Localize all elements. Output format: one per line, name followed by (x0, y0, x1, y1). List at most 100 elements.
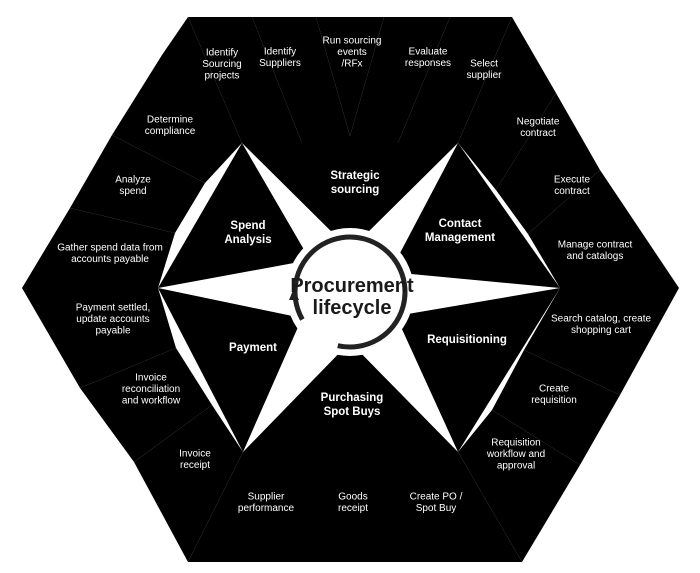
step-analyze-spend[interactable] (70, 135, 205, 233)
label-line: receipt (180, 460, 210, 471)
step-supplier-performance[interactable] (188, 452, 316, 562)
label-line: Analysis (224, 234, 271, 246)
step-gather-spend-data[interactable] (22, 208, 175, 288)
center-title-line1: Procurement (290, 275, 414, 297)
label-line: Sourcing (202, 59, 241, 70)
label-line: Requisitioning (427, 334, 507, 346)
step-invoice-receipt[interactable] (134, 405, 243, 562)
label-line: accounts payable (71, 254, 149, 265)
label-category-payment: Payment (229, 342, 277, 354)
label-line: payable (95, 326, 130, 337)
label-line: supplier (466, 70, 502, 81)
step-goods-receipt[interactable] (316, 452, 385, 562)
label-line: Manage contract (558, 239, 633, 250)
step-requisition-workflow[interactable] (458, 410, 580, 562)
label-line: Analyze (115, 174, 151, 185)
label-line: Select (470, 58, 498, 69)
label-line: Search catalog, create (551, 313, 651, 324)
label-line: events (337, 47, 366, 58)
step-run-sourcing-events[interactable] (316, 17, 384, 143)
step-payment-settled[interactable] (22, 288, 176, 388)
step-invoice-reconciliation[interactable] (80, 348, 212, 462)
category-purchasing-spot-buys[interactable] (243, 342, 458, 452)
label-line: Payment (229, 342, 277, 354)
label-line: Identify (264, 46, 296, 57)
category-requisitioning[interactable] (396, 288, 560, 452)
label-line: Strategic (330, 170, 380, 182)
label-line: Invoice (179, 448, 211, 459)
label-line: /RFx (341, 59, 362, 70)
label-line: Requisition (491, 438, 540, 449)
step-manage-contract[interactable] (528, 170, 679, 288)
label-line: Management (425, 232, 495, 244)
label-line: Negotiate (517, 116, 560, 127)
label-line: Evaluate (409, 46, 448, 57)
label-line: requisition (531, 395, 577, 406)
category-spend-analysis[interactable] (158, 143, 310, 288)
label-line: Purchasing (321, 392, 384, 404)
step-create-requisition[interactable] (492, 350, 620, 465)
label-line: projects (204, 71, 239, 82)
category-strategic-sourcing[interactable] (242, 143, 458, 250)
label-line: workflow and (486, 449, 545, 460)
step-create-po[interactable] (385, 452, 522, 562)
label-create-po: Create PO /Spot Buy (410, 491, 463, 514)
label-line: reconciliation (122, 384, 180, 395)
label-category-requisitioning: Requisitioning (427, 334, 507, 346)
label-line: Create (539, 383, 569, 394)
label-line: contract (520, 128, 556, 139)
center-title-line2: lifecycle (313, 297, 392, 319)
label-line: Create PO / (410, 491, 463, 502)
label-line: Suppliers (259, 58, 301, 69)
label-line: compliance (145, 126, 196, 137)
category-payment[interactable] (158, 288, 302, 452)
step-select-supplier[interactable] (398, 17, 512, 143)
label-line: and catalogs (567, 251, 624, 262)
step-search-catalog[interactable] (524, 288, 679, 395)
label-line: receipt (338, 503, 368, 514)
label-line: Spend (230, 220, 265, 232)
center-circle (286, 228, 414, 356)
label-line: Execute (554, 174, 591, 185)
cycle-ring-icon (292, 234, 408, 350)
step-determine-compliance[interactable] (112, 17, 242, 183)
step-identify-suppliers[interactable] (252, 17, 352, 143)
label-line: Supplier (248, 491, 285, 502)
label-line: update accounts (76, 314, 149, 325)
label-line: sourcing (331, 184, 380, 196)
step-negotiate-contract[interactable] (458, 17, 556, 190)
step-execute-contract[interactable] (496, 93, 600, 234)
label-line: and workflow (122, 396, 181, 407)
label-line: performance (238, 503, 295, 514)
label-line: Determine (147, 114, 194, 125)
label-line: Contact (439, 218, 482, 230)
label-line: Identify (206, 48, 238, 59)
category-contract-management[interactable] (390, 143, 560, 288)
step-evaluate-responses[interactable] (348, 17, 450, 143)
label-line: responses (405, 58, 451, 69)
label-line: Spot Buy (416, 503, 457, 514)
label-line: Goods (338, 491, 367, 502)
step-identify-sourcing-projects[interactable] (188, 17, 302, 143)
label-line: Spot Buys (324, 406, 381, 418)
